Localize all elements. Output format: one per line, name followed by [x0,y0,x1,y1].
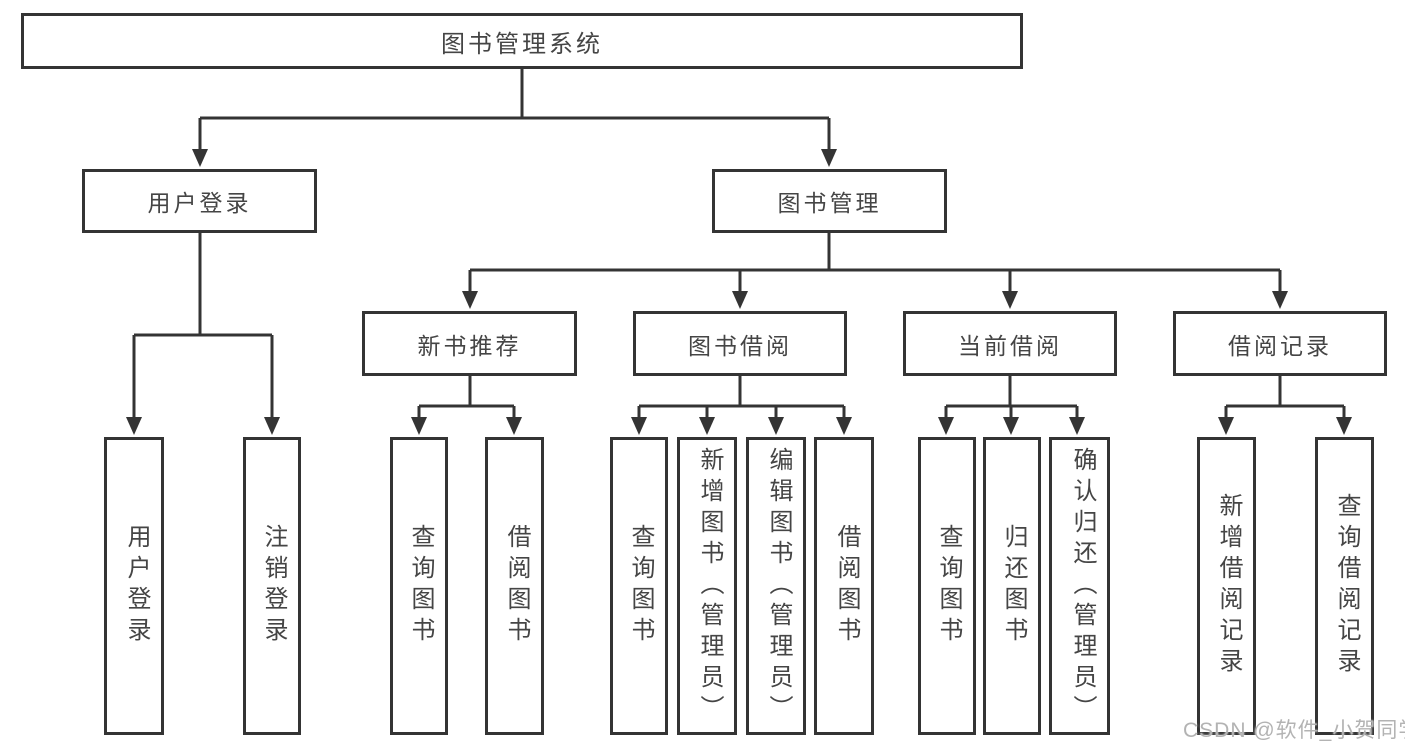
arrowhead [699,417,715,435]
arrowhead [631,417,647,435]
arrowhead [192,149,208,167]
arrowhead [768,417,784,435]
csdn-watermark: CSDN @软件_小贺同学 [1183,719,1405,742]
node-borrow-records: 借阅记录 [1173,311,1387,376]
leaf-logout: 注销登录 [243,437,301,735]
leaf-add-books-admin: 新增图书（管理员） [677,437,737,735]
connector-new-book-recommend [417,376,516,418]
arrowheads [126,149,1352,435]
arrowhead [938,417,954,435]
arrowhead [732,291,748,309]
leaf-edit-books-admin: 编辑图书（管理员） [746,437,806,735]
connector-book-borrow [637,376,846,418]
arrowhead [836,417,852,435]
node-book-borrow: 图书借阅 [633,311,847,376]
leaf-add-borrow-record: 新增借阅记录 [1197,437,1256,735]
leaf-query-borrow-record: 查询借阅记录 [1315,437,1374,735]
leaf-borrow-books-recommend: 借阅图书 [485,437,544,735]
leaf-user-login: 用户登录 [104,437,164,735]
arrowhead [126,417,142,435]
arrowhead [506,417,522,435]
node-root-system: 图书管理系统 [21,13,1023,69]
node-user-login: 用户登录 [82,169,317,233]
arrowhead [1003,417,1019,435]
arrowhead [1218,417,1234,435]
arrowhead [1002,291,1018,309]
node-new-book-recommend: 新书推荐 [362,311,577,376]
arrowhead [411,417,427,435]
arrowhead [462,291,478,309]
leaf-query-books-borrow: 查询图书 [610,437,668,735]
arrowhead [1272,291,1288,309]
node-book-management: 图书管理 [712,169,947,233]
arrowhead [821,149,837,167]
leaf-query-books-recommend: 查询图书 [390,437,448,735]
leaf-borrow-books: 借阅图书 [814,437,874,735]
connector-root [198,69,831,150]
arrowhead [1069,417,1085,435]
leaf-query-books-current: 查询图书 [918,437,976,735]
arrowhead [1336,417,1352,435]
leaf-confirm-return-admin: 确认归还（管理员） [1049,437,1110,735]
leaf-return-books: 归还图书 [983,437,1041,735]
connector-current-borrow [944,376,1079,418]
connector-user-login [132,233,274,418]
connector-book-management [468,233,1282,292]
arrowhead [264,417,280,435]
node-current-borrow: 当前借阅 [903,311,1117,376]
connector-borrow-records [1224,376,1346,418]
